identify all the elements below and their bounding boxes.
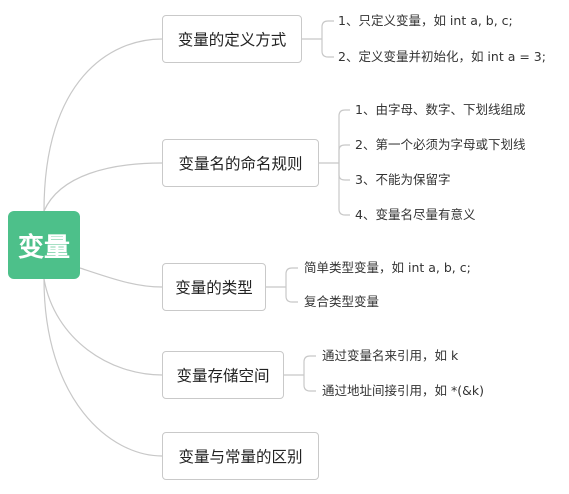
connector-root-topic-5 (43, 278, 163, 457)
topic-label: 变量的定义方式 (177, 31, 287, 49)
connector-topic-2-child-2 (338, 144, 350, 163)
connector-topic-2-child-4 (338, 163, 350, 216)
connector-topic-2-child-3 (338, 163, 350, 181)
leaf-types-2[interactable]: 复合类型变量 (304, 294, 380, 309)
topic-label: 变量的类型 (175, 279, 253, 297)
root-node[interactable]: 变量 (8, 211, 80, 279)
topic-types[interactable]: 变量的类型 (162, 263, 266, 311)
topic-variable-vs-constant[interactable]: 变量与常量的区别 (162, 432, 319, 480)
topic-naming-rules[interactable]: 变量名的命名规则 (162, 139, 319, 187)
connector-topic-1-child-2 (321, 39, 334, 58)
connector-topic-4-child-2 (303, 375, 316, 392)
connector-topic-3-child-1 (285, 267, 298, 287)
connector-root-topic-4 (43, 278, 163, 376)
leaf-naming-2[interactable]: 2、第一个必须为字母或下划线 (355, 137, 526, 152)
leaf-storage-1[interactable]: 通过变量名来引用，如 k (322, 348, 459, 363)
connector-topic-4-child-1 (303, 355, 316, 375)
topic-definition[interactable]: 变量的定义方式 (162, 15, 302, 63)
topic-label: 变量存储空间 (176, 367, 270, 385)
leaf-naming-4[interactable]: 4、变量名尽量有意义 (355, 207, 476, 222)
topic-label: 变量名的命名规则 (178, 155, 303, 173)
root-label: 变量 (17, 232, 70, 263)
connector-topic-3-child-2 (285, 287, 298, 303)
connector-root-topic-1 (43, 38, 163, 212)
leaf-definition-2[interactable]: 2、定义变量并初始化，如 int a = 3; (338, 49, 546, 64)
leaf-storage-2[interactable]: 通过地址间接引用，如 *(&k) (322, 383, 484, 398)
leaf-naming-1[interactable]: 1、由字母、数字、下划线组成 (355, 102, 526, 117)
leaf-definition-1[interactable]: 1、只定义变量，如 int a, b, c; (338, 13, 513, 28)
connector-root-topic-3 (79, 267, 163, 288)
leaf-types-1[interactable]: 简单类型变量，如 int a, b, c; (304, 260, 471, 275)
topic-storage[interactable]: 变量存储空间 (162, 351, 284, 399)
topic-label: 变量与常量的区别 (178, 448, 303, 466)
leaf-naming-3[interactable]: 3、不能为保留字 (355, 172, 451, 187)
connector-root-topic-2 (43, 162, 163, 212)
connector-topic-1-child-1 (321, 20, 334, 39)
connector-topic-2-child-1 (338, 109, 350, 163)
